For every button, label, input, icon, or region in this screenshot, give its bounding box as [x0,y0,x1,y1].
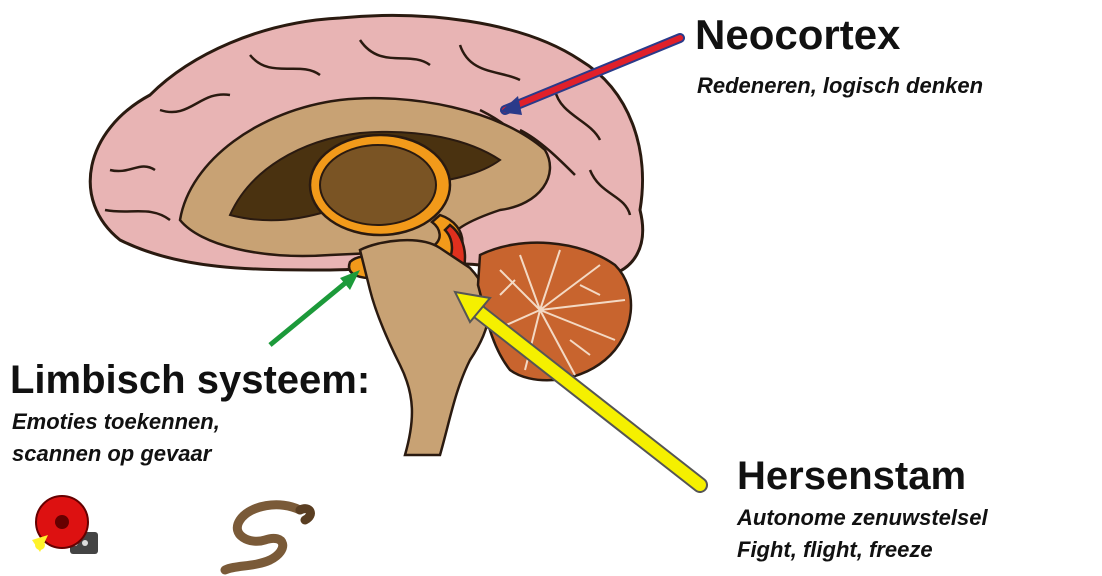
brainstem-title: Hersenstam [737,456,966,496]
limbic-title: Limbisch systeem: [10,360,370,400]
neocortex-title: Neocortex [695,14,900,56]
brainstem [360,240,489,455]
alarm-bell-icon [32,496,98,554]
thalamus [320,145,436,225]
limbic-arrow [270,270,360,345]
brainstem-line2: Fight, flight, freeze [737,536,933,565]
brainstem-line1: Autonome zenuwstelsel [737,504,988,533]
limbic-line2: scannen op gevaar [12,440,211,469]
cerebellum [478,243,631,381]
neocortex-subtitle: Redeneren, logisch denken [697,72,983,101]
limbic-line1: Emoties toekennen, [12,408,220,437]
snake-icon [225,505,310,570]
